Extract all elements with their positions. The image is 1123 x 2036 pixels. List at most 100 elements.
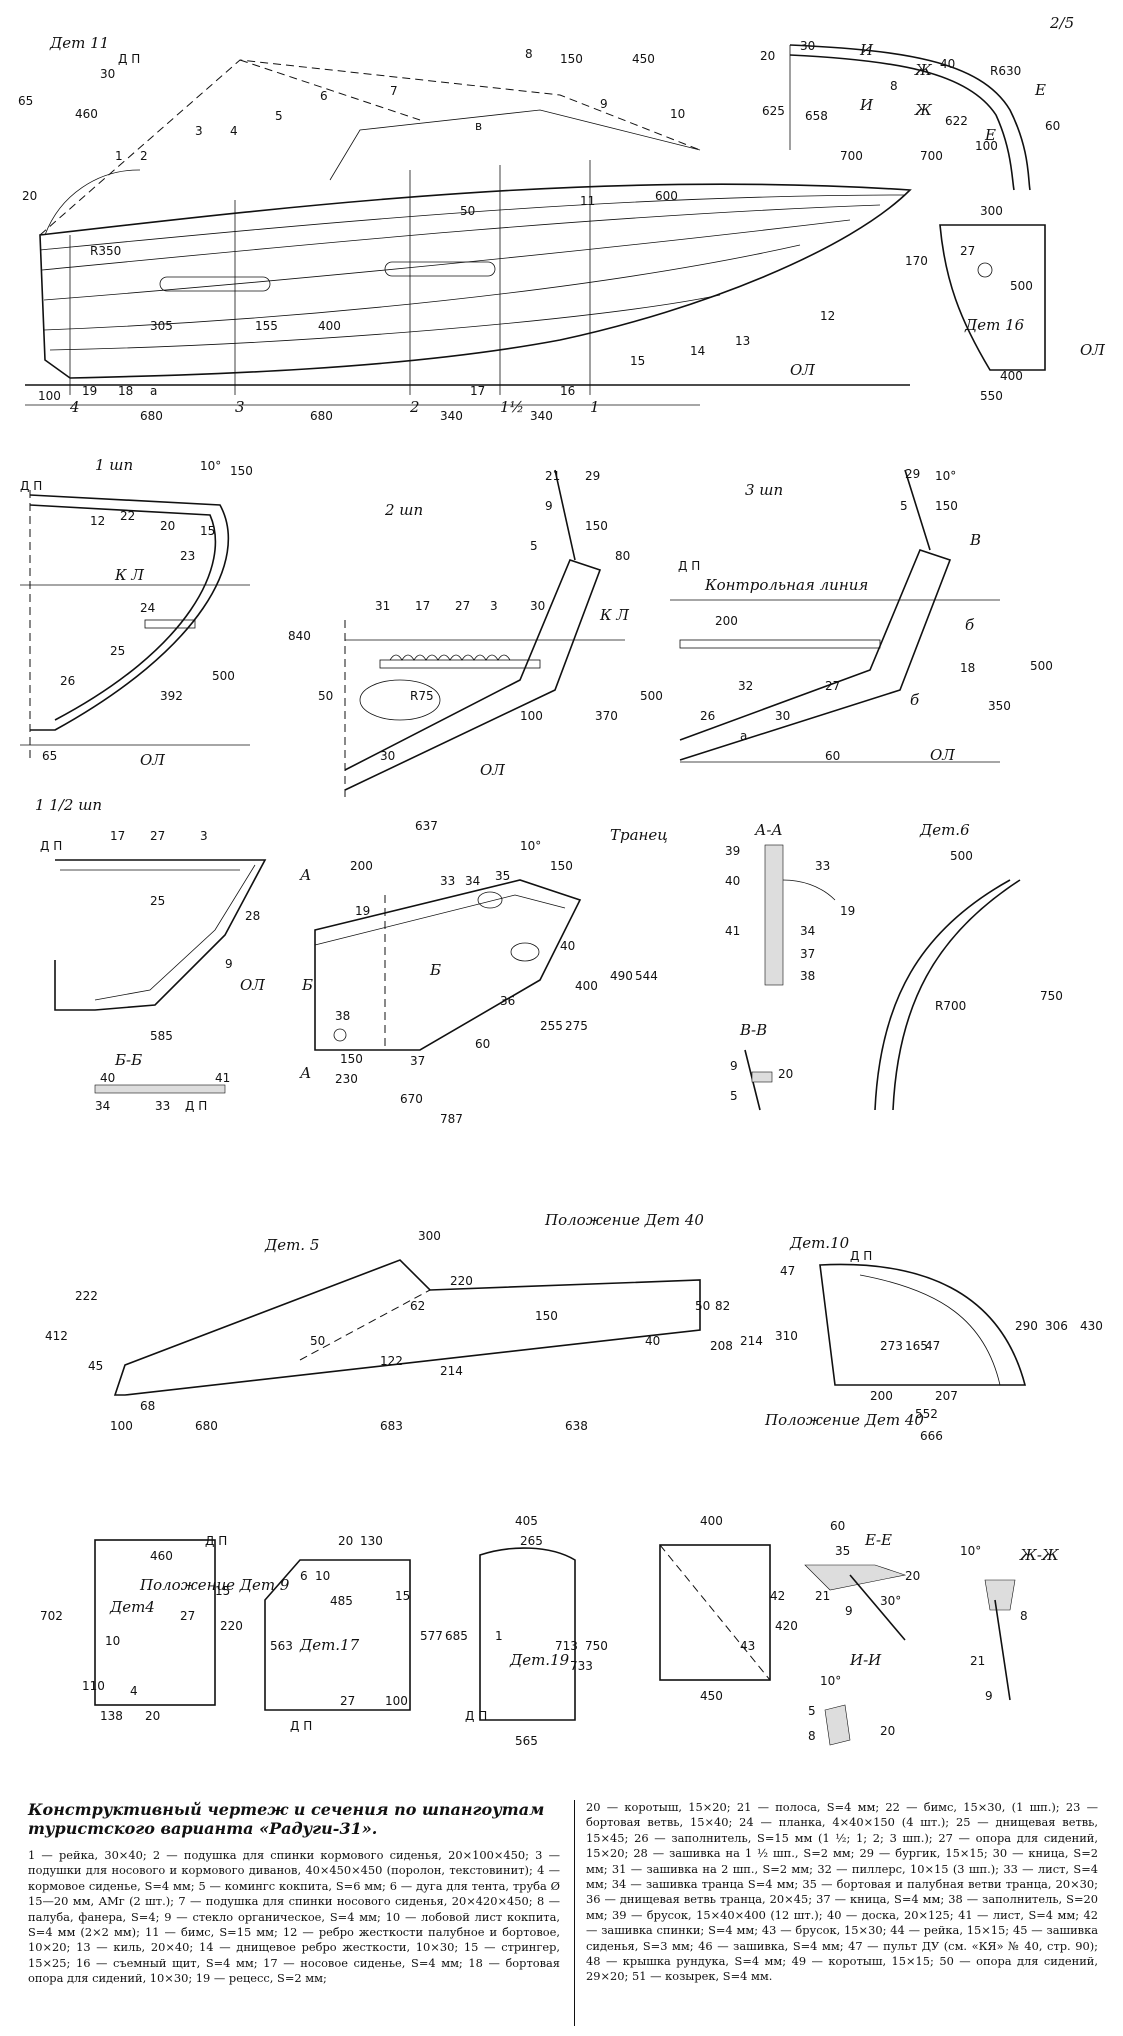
- tr-dim-11: Б: [301, 976, 313, 994]
- ee-dim-5: 21: [815, 1589, 830, 1603]
- f2-dim-1: 29: [585, 469, 600, 483]
- section-ii-title: И-И: [849, 1651, 882, 1669]
- arc-dim-12: Е: [1034, 81, 1046, 99]
- det5-dim-5: 68: [140, 1399, 155, 1413]
- dim-30: 30: [100, 67, 115, 81]
- leader-16: 16: [560, 384, 575, 398]
- figure-caption: Конструктивный чертеж и сечения по шпанг…: [28, 1800, 1098, 2026]
- ii-dim-3: 20: [880, 1724, 895, 1738]
- baseline-label: ОЛ: [790, 361, 815, 379]
- f2-dim-5: 80: [615, 549, 630, 563]
- tr-dim-24: 670: [400, 1092, 423, 1106]
- f2-dim-3: 5: [530, 539, 538, 553]
- leader-13: 13: [735, 334, 750, 348]
- det16-dim-4: 400: [1000, 369, 1023, 383]
- det5-dim-15: 40: [645, 1334, 660, 1348]
- tr-dim-7: А: [299, 866, 311, 884]
- caption-divider: [574, 1800, 575, 2026]
- leader-14: 14: [690, 344, 705, 358]
- det5-dim-7: 680: [195, 1419, 218, 1433]
- leader-19: 19: [82, 384, 97, 398]
- det5-dim-11: 50: [310, 1334, 325, 1348]
- det6-dim-2: 750: [1040, 989, 1063, 1003]
- leader-20: 20: [22, 189, 37, 203]
- f1-dim-9: 24: [140, 601, 155, 615]
- frame-15-mark: 1½: [500, 398, 524, 416]
- zhzh-dim-0: 10°: [960, 1544, 981, 1558]
- f2-dim-15: 370: [595, 709, 618, 723]
- det5-dim-17: 50: [695, 1299, 710, 1313]
- tr-dim-9: 19: [355, 904, 370, 918]
- bb-dim-0: 40: [100, 1071, 115, 1085]
- f2-dim-17: 30: [380, 749, 395, 763]
- det16-title: Дет 16: [964, 316, 1025, 334]
- det19-dim-6: 565: [515, 1734, 538, 1748]
- tr-dim-3: 34: [465, 874, 480, 888]
- arc-dim-14: 60: [1045, 119, 1060, 133]
- f2-dim-9: 3: [490, 599, 498, 613]
- det6-dim-1: R700: [935, 999, 966, 1013]
- tr-dim-8: А: [299, 1064, 311, 1082]
- f15-dim-2: 27: [150, 829, 165, 843]
- arc-dim-16: 700: [920, 149, 943, 163]
- bb-dim-3: 33: [155, 1099, 170, 1113]
- arc-dim-5: И: [859, 96, 874, 114]
- f2-dim-10: 30: [530, 599, 545, 613]
- arc-dim-0: 20: [760, 49, 775, 63]
- f2-dim-12: 50: [318, 689, 333, 703]
- det19-view: Дет.19 405 265 1 750 713 733 565 Д П: [465, 1514, 608, 1748]
- det4-view: Дет4 Положение Дет 9 Д П 702 460 15 220 …: [40, 1534, 290, 1723]
- det5-note: Положение Дет 40: [544, 1211, 704, 1229]
- det17-dim-11: Д П: [290, 1719, 312, 1733]
- leader-15: 15: [630, 354, 645, 368]
- zhzh-dim-3: 9: [985, 1689, 993, 1703]
- dim-150: 150: [560, 52, 583, 66]
- ee-dim-0: 60: [830, 1519, 845, 1533]
- f3-dim-13: 350: [988, 699, 1011, 713]
- det5-title: Дет. 5: [264, 1236, 319, 1254]
- f3-dim-0: 29: [905, 467, 920, 481]
- arc-dim-10: 622: [945, 114, 968, 128]
- tr-dim-13: 38: [335, 1009, 350, 1023]
- f2-dim-8: 27: [455, 599, 470, 613]
- aa-dim-2: 41: [725, 924, 740, 938]
- det19-dim-0: 405: [515, 1514, 538, 1528]
- dim-680-b: 680: [310, 409, 333, 423]
- caption-legend-left: 1 — рейка, 30×40; 2 — подушка для спинки…: [28, 1848, 560, 1986]
- leader-4: 4: [230, 124, 238, 138]
- det6-dim-0: 500: [950, 849, 973, 863]
- frame-1-section: 1 шп Д П 10° 150 12 22 20 15 23 К Л 24 2…: [20, 456, 311, 769]
- det16-dim-2: 27: [960, 244, 975, 258]
- backrest-panel-view: 400 42 43 420 450: [659, 1514, 798, 1703]
- det4-dim-2: 460: [150, 1549, 173, 1563]
- det42-dim-0: 400: [700, 1514, 723, 1528]
- det42-dim-2: 43: [740, 1639, 755, 1653]
- ee-dim-2: 20: [905, 1569, 920, 1583]
- f1-dim-2: 150: [230, 464, 253, 478]
- det17-dim-1: 130: [360, 1534, 383, 1548]
- f15-dim-4: 25: [150, 894, 165, 908]
- dim-340-b: 340: [530, 409, 553, 423]
- det16-dim-6: ОЛ: [1080, 341, 1105, 359]
- det17-dim-7: 577: [420, 1629, 443, 1643]
- det42-dim-1: 42: [770, 1589, 785, 1603]
- f15-dim-8: 585: [150, 1029, 173, 1043]
- control-line-label: Контрольная линия: [704, 576, 868, 594]
- arc-dim-9: 40: [940, 57, 955, 71]
- det17-view: Дет.17 20 130 6 10 485 15 563 577 685 27…: [264, 1534, 468, 1733]
- tr-dim-0: 637: [415, 819, 438, 833]
- det5-dim-19: 214: [740, 1334, 763, 1348]
- arc-dim-7: Ж: [914, 101, 933, 119]
- det5-dim-16: 208: [710, 1339, 733, 1353]
- det10-dim-5: 47: [925, 1339, 940, 1353]
- det16-dim-5: 550: [980, 389, 1003, 403]
- det19-dim-2: 1: [495, 1629, 503, 1643]
- det10-note: Положение Дет 40: [764, 1411, 924, 1429]
- det42-dim-4: 450: [700, 1689, 723, 1703]
- section-aa-title: А-А: [754, 821, 783, 839]
- det19-dim-5: 733: [570, 1659, 593, 1673]
- f2-dim-14: 100: [520, 709, 543, 723]
- f3-dim-6: 200: [715, 614, 738, 628]
- det11-label: Дет 11: [49, 34, 109, 52]
- det17-dim-4: 485: [330, 1594, 353, 1608]
